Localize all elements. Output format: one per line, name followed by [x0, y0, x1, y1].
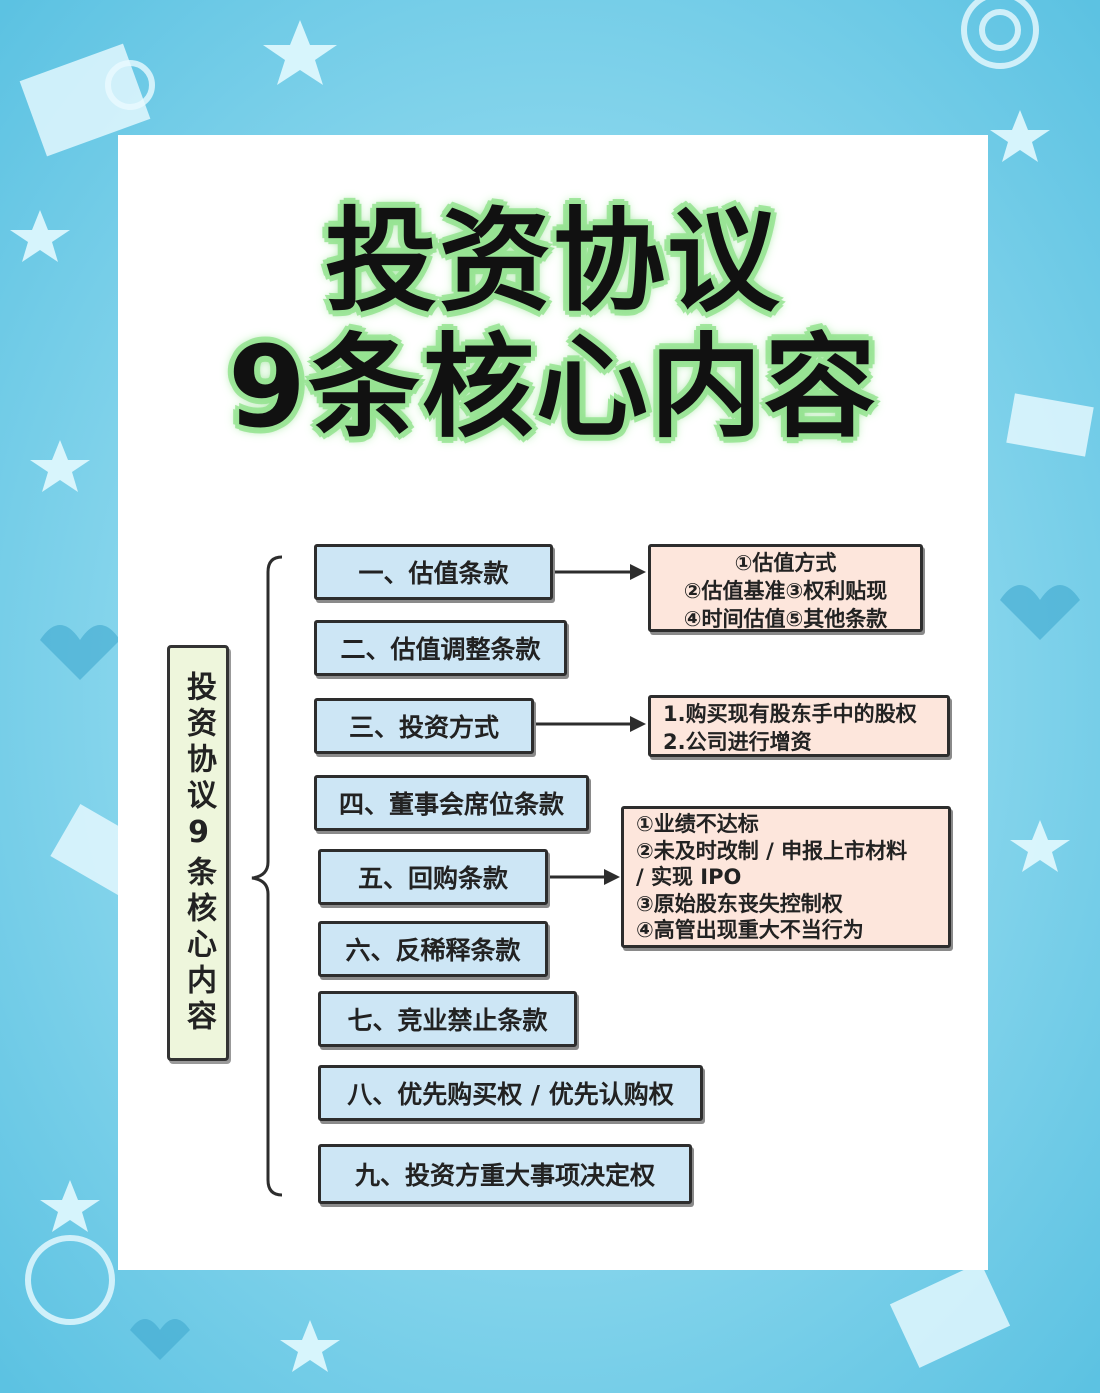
- detail-line: ②估值基准③权利贴现: [683, 579, 888, 603]
- detail-valuation: ①估值方式 ②估值基准③权利贴现 ④时间估值⑤其他条款: [648, 544, 923, 632]
- item-valuation: 一、估值条款: [314, 544, 553, 600]
- detail-line: ①估值方式: [734, 551, 837, 575]
- arrowhead-icon: [630, 564, 646, 580]
- item-valuation-adjustment: 二、估值调整条款: [314, 620, 567, 676]
- brace-icon: [251, 555, 283, 1197]
- root-node-label: 投资协议9条核心内容: [181, 670, 216, 1036]
- item-major-decision-rights: 九、投资方重大事项决定权: [318, 1144, 692, 1204]
- item-board-seats: 四、董事会席位条款: [314, 775, 589, 831]
- title-line-1: 投资协议: [325, 197, 781, 327]
- item-anti-dilution: 六、反稀释条款: [318, 921, 548, 977]
- detail-line: ②未及时改制 / 申报上市材料: [636, 838, 908, 863]
- detail-buyback: ①业绩不达标 ②未及时改制 / 申报上市材料 / 实现 IPO ③原始股东丧失控…: [621, 806, 951, 948]
- title-line-2: 9条核心内容: [228, 323, 878, 453]
- detail-line: ③原始股东丧失控制权: [636, 891, 843, 916]
- detail-investment-method: 1.购买现有股东手中的股权 2.公司进行增资: [648, 695, 950, 757]
- item-buyback: 五、回购条款: [318, 849, 548, 905]
- arrowhead-icon: [630, 716, 646, 732]
- arrowhead-icon: [604, 869, 620, 885]
- detail-line: 1.购买现有股东手中的股权: [663, 702, 917, 726]
- detail-line: ④高管出现重大不当行为: [636, 918, 864, 942]
- detail-line: / 实现 IPO: [636, 865, 742, 889]
- detail-line: ④时间估值⑤其他条款: [683, 607, 888, 631]
- item-investment-method: 三、投资方式: [314, 698, 534, 754]
- item-preemptive-rights: 八、优先购买权 / 优先认购权: [318, 1065, 703, 1121]
- star-icon: [10, 20, 1070, 1372]
- root-node: 投资协议9条核心内容: [167, 645, 229, 1061]
- detail-line: 2.公司进行增资: [663, 730, 812, 754]
- item-non-compete: 七、竞业禁止条款: [318, 991, 577, 1047]
- detail-line: ①业绩不达标: [636, 812, 759, 836]
